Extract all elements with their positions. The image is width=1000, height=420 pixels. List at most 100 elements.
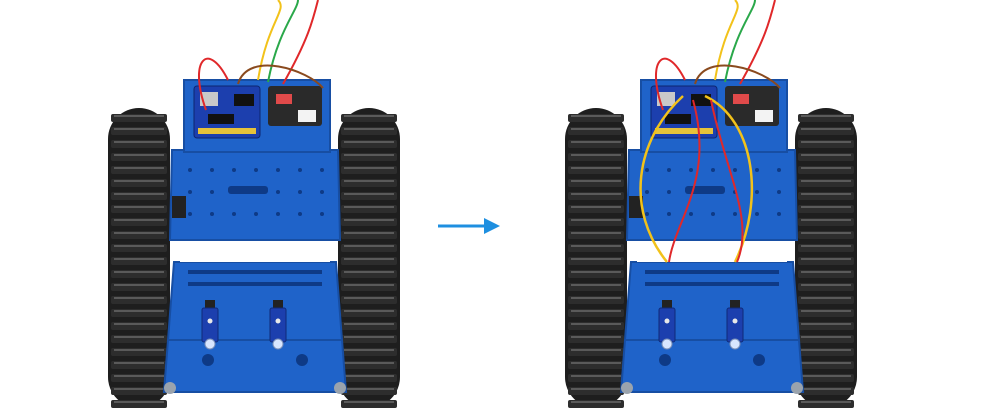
lower-chassis: [162, 261, 348, 393]
plate-hole: [276, 212, 280, 216]
sensor-emitter: [729, 338, 741, 350]
track-link-shine: [801, 258, 851, 260]
track-link-shine: [801, 362, 851, 364]
power-switch: [629, 196, 643, 218]
sensor-wire: [704, 94, 754, 263]
track-link-shine: [344, 115, 394, 117]
track-link-shine: [801, 245, 851, 247]
ir-sensor: [726, 300, 744, 350]
plate-hole: [667, 212, 671, 216]
plate-hole: [755, 190, 759, 194]
plate-hole: [298, 190, 302, 194]
track-link-shine: [801, 336, 851, 338]
plate-hole: [320, 168, 324, 172]
track-link-shine: [801, 284, 851, 286]
track-link-shine: [114, 310, 164, 312]
mount-hole: [202, 354, 214, 366]
plate-hole: [210, 212, 214, 216]
track-link-shine: [801, 219, 851, 221]
track-link-shine: [114, 232, 164, 234]
ir-sensor: [658, 300, 676, 350]
track-link-shine: [344, 167, 394, 169]
track-link-shine: [801, 349, 851, 351]
track-link-shine: [344, 245, 394, 247]
track-link-shine: [801, 232, 851, 234]
robot-after: [565, 0, 857, 408]
track-link-shine: [801, 271, 851, 273]
plate-hole: [777, 212, 781, 216]
wheel-hub: [791, 382, 803, 394]
track-link-shine: [114, 401, 164, 403]
track-link-shine: [344, 128, 394, 130]
track-link-shine: [114, 245, 164, 247]
sensor-pot: [664, 318, 670, 324]
track-link-shine: [571, 115, 621, 117]
wire: [267, 0, 299, 83]
track-link-shine: [344, 297, 394, 299]
track-link-shine: [801, 310, 851, 312]
sensor-pot: [207, 318, 213, 324]
wire: [282, 0, 319, 85]
sensor-wire: [639, 95, 684, 263]
track-link-shine: [344, 141, 394, 143]
track-link-shine: [114, 193, 164, 195]
plate-hole: [276, 168, 280, 172]
controller-board: [650, 85, 718, 139]
plate-hole: [188, 190, 192, 194]
track-link-shine: [571, 336, 621, 338]
plate-hole: [645, 168, 649, 172]
track-link-shine: [114, 206, 164, 208]
sensor-header: [205, 300, 215, 308]
track-link-shine: [571, 154, 621, 156]
plate-hole: [276, 190, 280, 194]
track-link-shine: [114, 297, 164, 299]
track-link-shine: [114, 180, 164, 182]
terminal-block: [755, 110, 773, 122]
track-link-shine: [801, 167, 851, 169]
track-link-shine: [571, 167, 621, 169]
mount-hole: [753, 354, 765, 366]
power-jack: [234, 94, 254, 106]
transition-arrow-icon: [438, 218, 500, 234]
plate-hole: [298, 168, 302, 172]
track-link-shine: [571, 362, 621, 364]
sensor-pot: [275, 318, 281, 324]
slot: [188, 270, 322, 274]
track-link-shine: [344, 375, 394, 377]
track-link-shine: [344, 401, 394, 403]
plate-hole: [755, 168, 759, 172]
sensor-header: [662, 300, 672, 308]
track-link-shine: [801, 128, 851, 130]
plate-hole: [689, 212, 693, 216]
track-link-shine: [114, 128, 164, 130]
track-link-shine: [801, 154, 851, 156]
track-link-shine: [801, 193, 851, 195]
power-switch: [172, 196, 186, 218]
track-link-shine: [571, 323, 621, 325]
track-link-shine: [344, 362, 394, 364]
track-link-shine: [571, 193, 621, 195]
track-link-shine: [571, 180, 621, 182]
driver-display: [733, 94, 749, 104]
track: [795, 108, 857, 408]
track-link-shine: [571, 388, 621, 390]
plate-hole: [188, 212, 192, 216]
plate-hole: [689, 168, 693, 172]
upper-chassis: [625, 149, 799, 241]
track-link-shine: [571, 219, 621, 221]
plate-hole: [645, 190, 649, 194]
track-link-shine: [571, 284, 621, 286]
sensor-emitter: [272, 338, 284, 350]
wire: [198, 57, 229, 111]
track-link-shine: [344, 323, 394, 325]
sensor-wire: [710, 99, 744, 263]
track: [108, 108, 170, 408]
plate-hole: [254, 212, 258, 216]
wire: [655, 57, 686, 111]
sensor-board: [201, 307, 219, 343]
sensor-emitter: [661, 338, 673, 350]
slot: [188, 282, 322, 286]
chip: [665, 114, 691, 124]
track-link-shine: [571, 401, 621, 403]
track-link-shine: [114, 388, 164, 390]
